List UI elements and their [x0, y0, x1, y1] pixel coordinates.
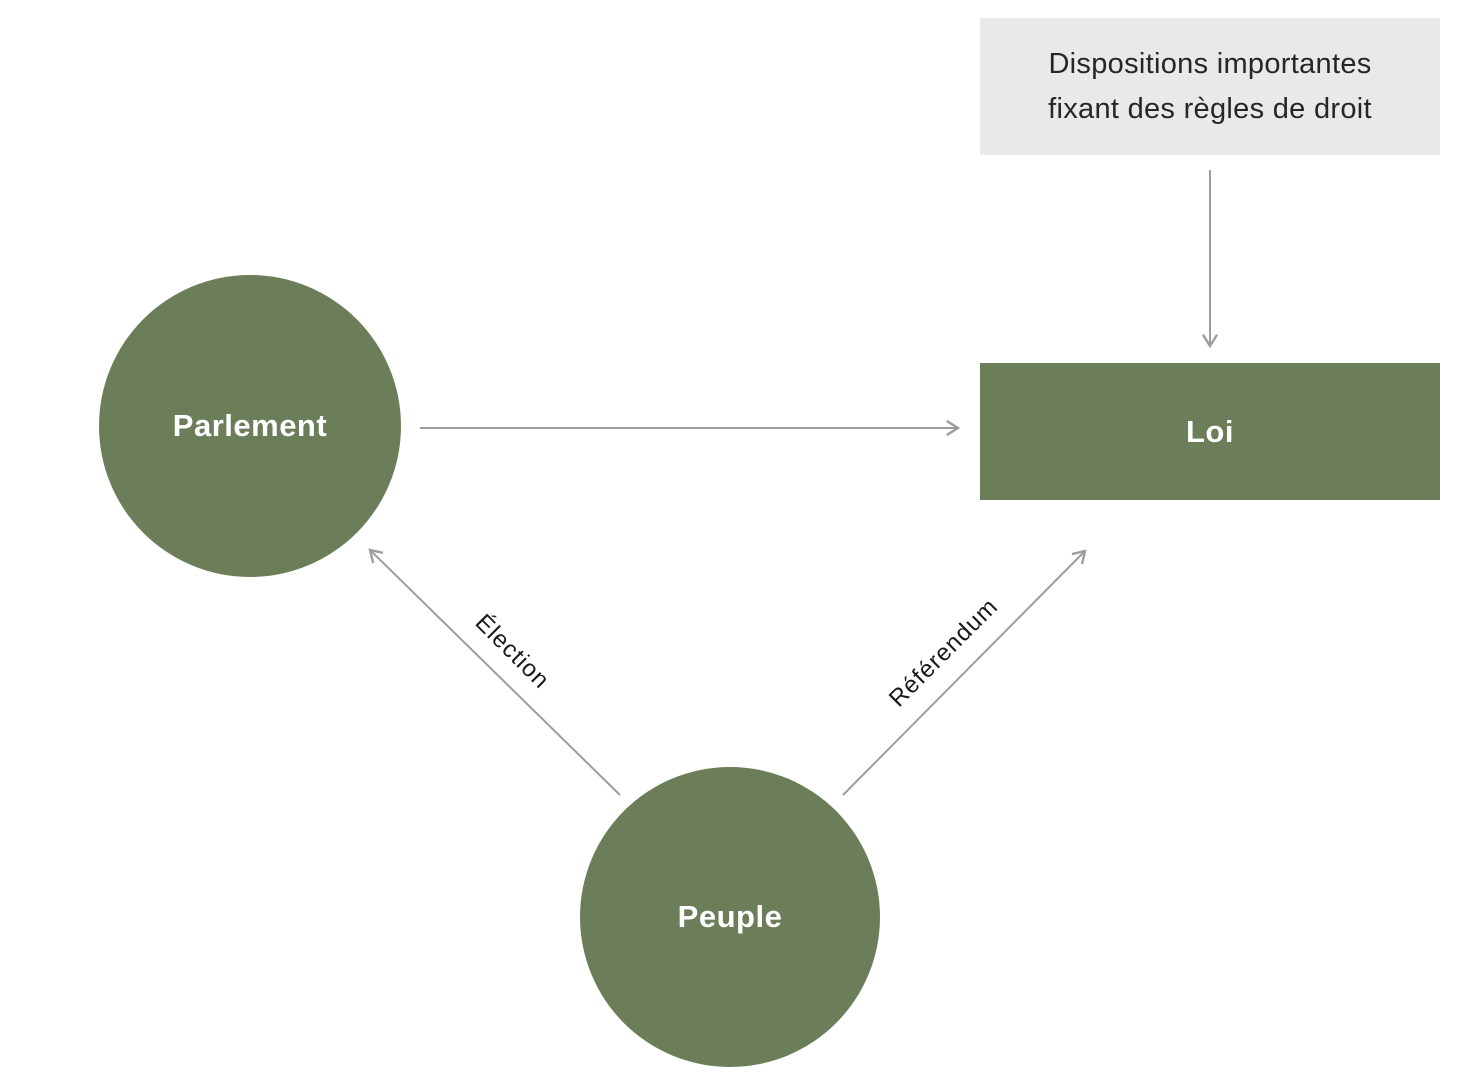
- node-parlement-label: Parlement: [172, 408, 328, 443]
- node-peuple: Peuple: [580, 767, 880, 1067]
- note-line-1: Dispositions importantes: [1048, 47, 1372, 80]
- node-loi: Loi: [980, 363, 1440, 500]
- note-line-2: fixant des règles de droit: [1048, 92, 1372, 125]
- arrow-peuple-to-parlement: [368, 548, 621, 796]
- node-peuple-label: Peuple: [677, 899, 783, 934]
- node-parlement: Parlement: [99, 275, 401, 577]
- arrow-peuple-to-loi: [842, 549, 1087, 796]
- note-box: Dispositions importantes fixant des règl…: [980, 18, 1440, 155]
- node-loi-label: Loi: [1186, 413, 1234, 449]
